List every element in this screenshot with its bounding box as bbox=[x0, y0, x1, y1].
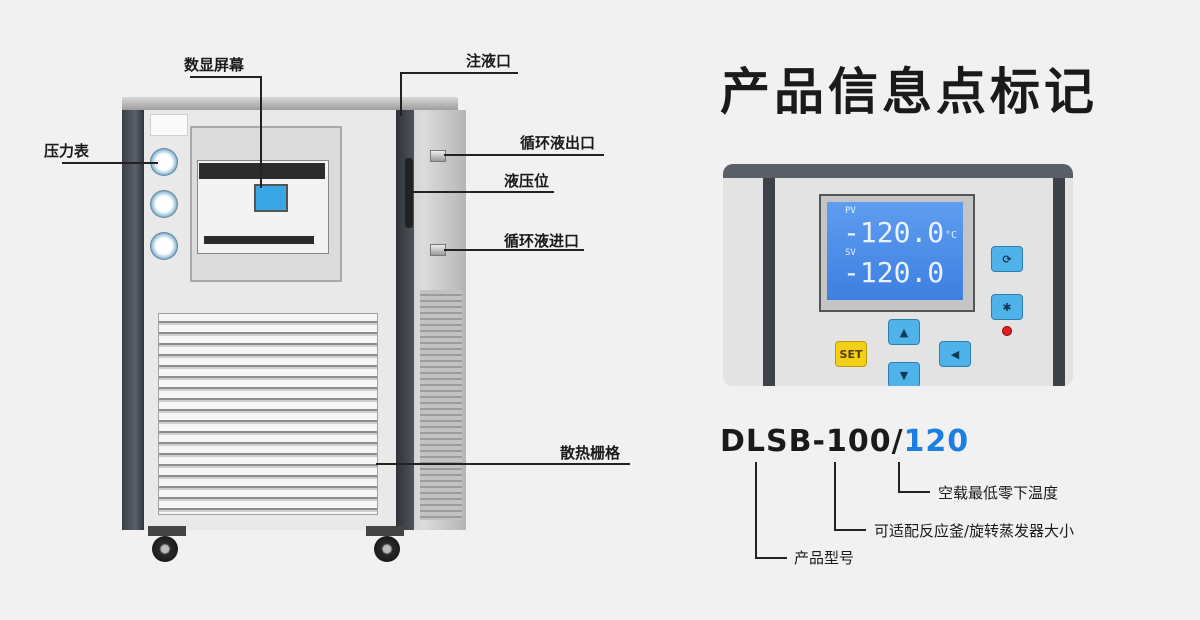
panel-left-frame bbox=[763, 178, 775, 386]
callout-line bbox=[444, 249, 584, 251]
pressure-gauge-2 bbox=[150, 190, 178, 218]
info-sticker bbox=[150, 114, 188, 136]
note-capacity: 可适配反应釜/旋转蒸发器大小 bbox=[874, 522, 1075, 540]
up-button[interactable]: ▲ bbox=[888, 319, 920, 345]
caster-mount-right bbox=[366, 526, 404, 536]
controller-strip bbox=[204, 236, 314, 244]
note-model: 产品型号 bbox=[794, 549, 855, 567]
model-line bbox=[834, 462, 836, 530]
callout-display: 数显屏幕 bbox=[184, 56, 245, 74]
snowflake-icon: ✱ bbox=[1002, 300, 1012, 314]
arrow-down-icon: ▼ bbox=[899, 368, 909, 382]
callout-line bbox=[444, 154, 604, 156]
sv-value: -120.0 bbox=[843, 256, 945, 289]
model-prefix: DLSB-100/ bbox=[720, 424, 904, 459]
callout-line bbox=[376, 463, 630, 465]
cooling-button[interactable]: ✱ bbox=[991, 294, 1023, 320]
status-led bbox=[1002, 326, 1012, 336]
callout-line bbox=[62, 162, 158, 164]
lcd-screen bbox=[827, 202, 963, 300]
pressure-gauge-3 bbox=[150, 232, 178, 260]
callout-fill-port: 注液口 bbox=[466, 52, 512, 70]
pv-value: -120.0 bbox=[843, 216, 945, 249]
refresh-icon: ⟳ bbox=[1002, 252, 1012, 266]
model-line bbox=[834, 529, 866, 531]
caster-right bbox=[374, 536, 400, 562]
model-line bbox=[755, 557, 787, 559]
set-button[interactable]: SET bbox=[835, 341, 867, 367]
arrow-up-icon: ▲ bbox=[899, 325, 909, 339]
caster-left bbox=[152, 536, 178, 562]
sv-label: SV bbox=[845, 248, 856, 258]
callout-pressure-gauge: 压力表 bbox=[44, 142, 90, 160]
note-min-temp: 空载最低零下温度 bbox=[938, 484, 1059, 502]
page-title: 产品信息点标记 bbox=[720, 63, 1098, 121]
callout-line bbox=[400, 72, 518, 74]
front-grille bbox=[158, 313, 378, 515]
controller-stripe bbox=[199, 163, 325, 179]
cabinet-left-frame bbox=[122, 110, 144, 530]
model-line bbox=[898, 462, 900, 492]
panel-right-frame bbox=[1053, 178, 1065, 386]
controller-screen bbox=[254, 184, 288, 212]
down-button[interactable]: ▼ bbox=[888, 362, 920, 386]
refresh-button[interactable]: ⟳ bbox=[991, 246, 1023, 272]
pv-label: PV bbox=[845, 206, 856, 216]
panel-top-edge bbox=[723, 164, 1073, 178]
side-vent bbox=[420, 290, 462, 520]
model-suffix: 120 bbox=[903, 424, 970, 459]
outlet-port bbox=[430, 150, 446, 162]
pv-unit: °C bbox=[945, 230, 958, 241]
level-sight-glass bbox=[405, 158, 413, 228]
callout-grille: 散热栅格 bbox=[560, 444, 621, 462]
model-line bbox=[755, 462, 757, 558]
callout-line bbox=[190, 76, 262, 78]
control-panel-closeup: PV -120.0 °C SV -120.0 ⟳ ✱ ▲ ▼ ◀ SET bbox=[723, 164, 1073, 386]
callout-outlet: 循环液出口 bbox=[520, 134, 596, 152]
callout-line bbox=[260, 76, 262, 188]
callout-level: 液压位 bbox=[504, 172, 550, 190]
cabinet-top bbox=[122, 97, 458, 111]
arrow-left-icon: ◀ bbox=[950, 347, 960, 361]
model-number: DLSB-100/120 bbox=[720, 424, 969, 459]
left-button[interactable]: ◀ bbox=[939, 341, 971, 367]
model-line bbox=[898, 491, 930, 493]
caster-mount-left bbox=[148, 526, 186, 536]
callout-line bbox=[410, 191, 554, 193]
callout-inlet: 循环液进口 bbox=[504, 232, 580, 250]
callout-line bbox=[400, 72, 402, 116]
